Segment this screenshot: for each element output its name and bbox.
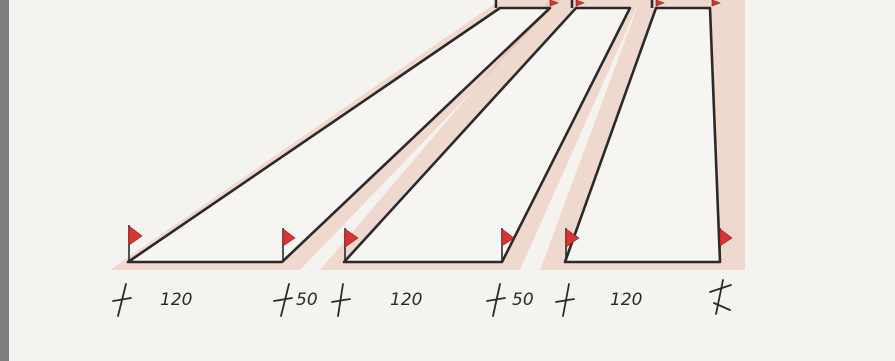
flag-icon bbox=[282, 228, 296, 262]
flag-icon bbox=[128, 225, 143, 262]
flag-icon bbox=[655, 0, 665, 7]
tick-mark bbox=[112, 283, 132, 317]
flag-icon bbox=[501, 228, 515, 262]
tick-mark bbox=[331, 283, 351, 317]
flag-icon bbox=[344, 228, 359, 262]
tick-mark bbox=[709, 279, 732, 315]
segment-label-1: 120 bbox=[160, 290, 192, 310]
lane-1 bbox=[126, 6, 552, 264]
tick-mark bbox=[486, 283, 506, 317]
lane-3 bbox=[563, 6, 722, 264]
lane-2 bbox=[342, 6, 632, 264]
flag-icon bbox=[719, 228, 733, 262]
segment-label-5: 120 bbox=[610, 290, 642, 310]
segment-label-2: 50 bbox=[296, 290, 318, 310]
segment-label-4: 50 bbox=[512, 290, 534, 310]
tick-mark bbox=[273, 283, 293, 317]
flag-icon bbox=[711, 0, 721, 7]
tick-mark bbox=[555, 283, 575, 317]
flag-icon bbox=[575, 0, 585, 7]
left-edge-bar bbox=[0, 0, 9, 361]
flag-icon bbox=[549, 0, 559, 7]
segment-label-3: 120 bbox=[390, 290, 422, 310]
flag-icon bbox=[565, 228, 580, 262]
